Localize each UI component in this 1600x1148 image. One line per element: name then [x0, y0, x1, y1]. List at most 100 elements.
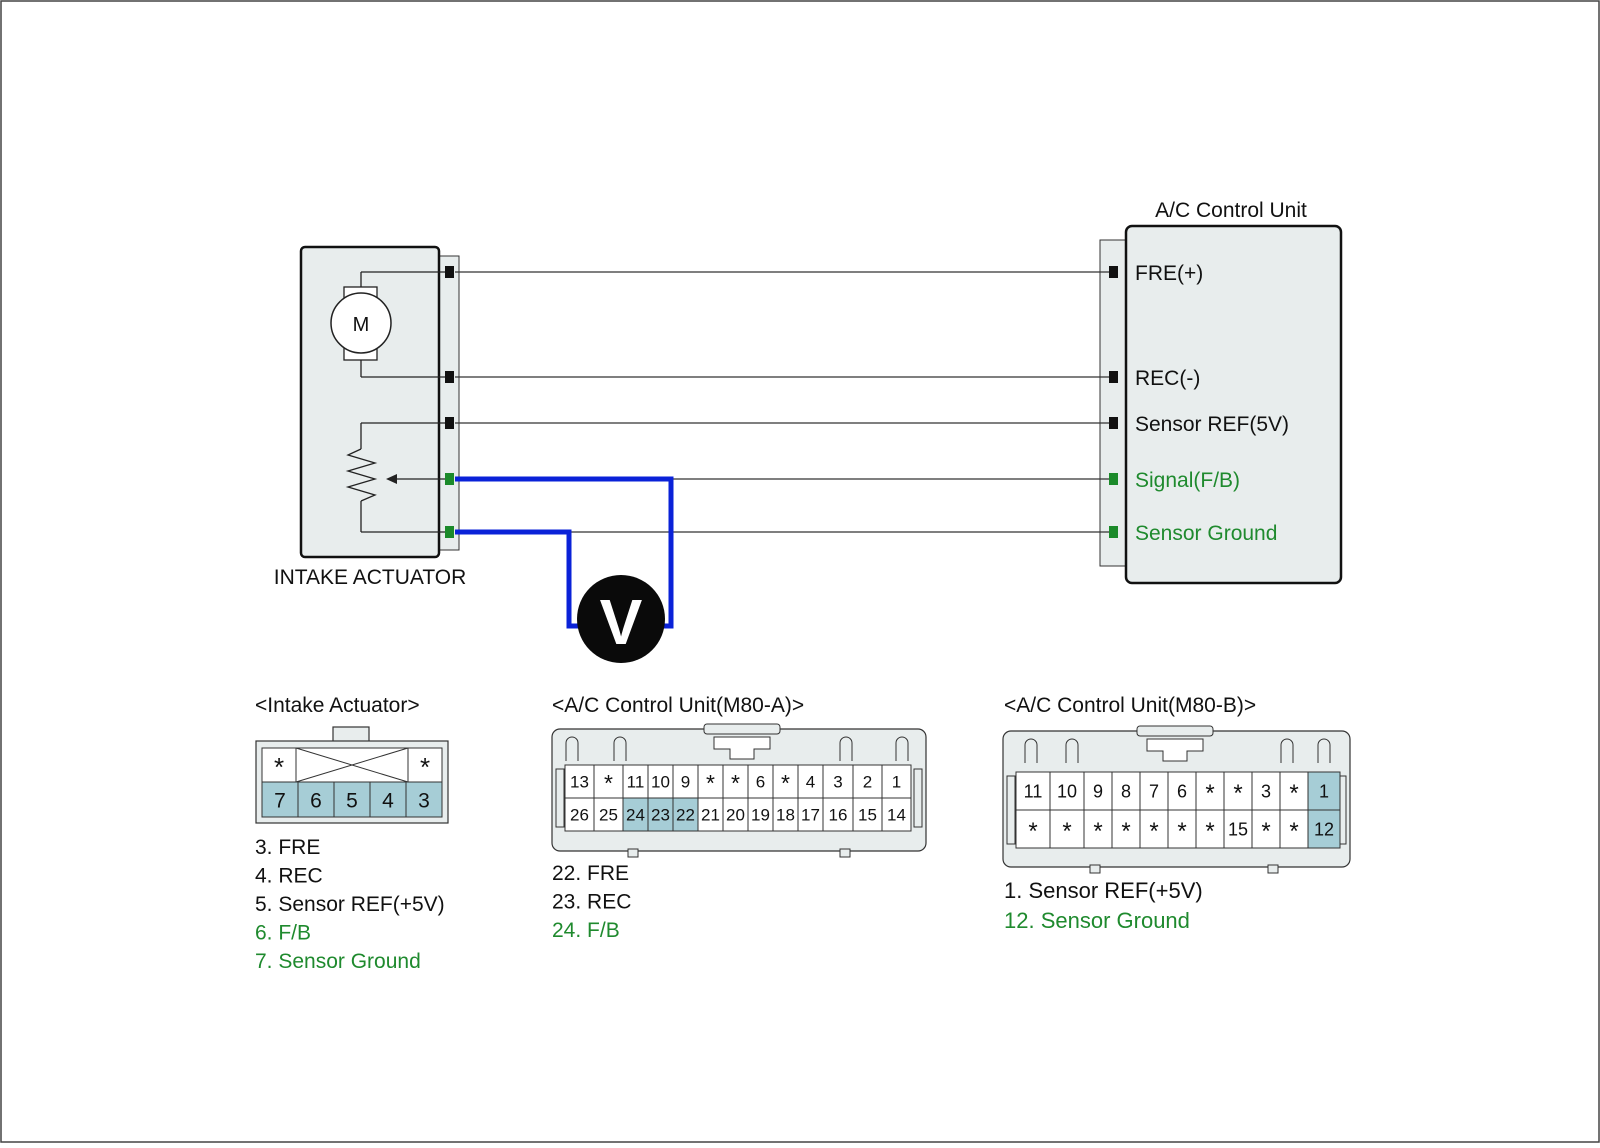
pin-label: 18 — [776, 806, 795, 825]
pin-label: 9 — [1093, 781, 1103, 801]
pin-label: 6 — [756, 773, 765, 792]
pin-label: 15 — [1228, 819, 1248, 839]
pin-cell — [297, 781, 335, 818]
pin-label: 11 — [627, 773, 645, 792]
pin-label: 8 — [1121, 781, 1131, 801]
pin-cell — [1015, 809, 1051, 849]
actuator-pin — [445, 371, 454, 383]
pin-label: 5 — [346, 790, 358, 813]
connector-intake-title: <Intake Actuator> — [255, 694, 420, 717]
actuator-title: INTAKE ACTUATOR — [274, 566, 467, 589]
pin-label: 15 — [858, 806, 877, 825]
pin-label: 12 — [1314, 819, 1334, 839]
voltmeter-icon — [577, 575, 665, 663]
pin-label: 21 — [701, 806, 720, 825]
pin-label: 26 — [570, 806, 589, 825]
pin-cell — [697, 764, 724, 799]
pin-cell — [672, 797, 699, 832]
pin-label: 23 — [651, 806, 670, 825]
pin-label: * — [1205, 818, 1214, 845]
actuator-pin — [445, 473, 454, 485]
pin-cell — [1167, 809, 1197, 849]
ac-pin-label: Sensor Ground — [1135, 522, 1277, 545]
actuator-pin — [445, 266, 454, 278]
pin-label: 6 — [310, 790, 322, 813]
connector-m80b-legend: 1. Sensor REF(+5V) 12. Sensor Ground — [1004, 878, 1203, 933]
pin-cell — [1111, 809, 1141, 849]
pin-cell — [369, 781, 407, 818]
probe-wire-signal — [455, 476, 674, 629]
pin-label: 1 — [892, 773, 901, 792]
pin-cell — [852, 764, 883, 799]
pin-label: * — [1233, 780, 1242, 807]
pin-label: * — [1289, 818, 1298, 845]
intake-actuator: M INTAKE ACTUATOR — [274, 245, 467, 589]
ac-pin-label: REC(-) — [1135, 367, 1200, 390]
ac-pin — [1109, 473, 1118, 485]
pin-label: * — [1205, 780, 1214, 807]
pin-cell — [261, 747, 297, 783]
pin-cell — [881, 797, 912, 832]
ac-pin-label: Sensor REF(5V) — [1135, 413, 1289, 436]
pin-cell — [647, 764, 674, 799]
pin-label: 9 — [681, 773, 690, 792]
pin-label: 7 — [1149, 781, 1159, 801]
ac-pin — [1109, 266, 1118, 278]
ac-pin — [1109, 417, 1118, 429]
pin-label: * — [781, 770, 790, 796]
motor-label: M — [353, 314, 370, 336]
pin-label: * — [1261, 818, 1270, 845]
pin-label: * — [274, 752, 284, 782]
pin-label: * — [604, 770, 613, 796]
pin-cell — [1307, 771, 1341, 811]
legend-item: 3. FRE — [255, 836, 320, 859]
legend-item: 12. Sensor Ground — [1004, 908, 1190, 933]
pin-cell — [564, 797, 595, 832]
pin-cell — [333, 781, 371, 818]
pin-cell — [622, 797, 649, 832]
pin-label: * — [1289, 780, 1298, 807]
legend-item: 6. F/B — [255, 922, 311, 945]
ac-pin — [1109, 371, 1118, 383]
ac-unit-title: A/C Control Unit — [1155, 199, 1307, 222]
voltmeter-probes: V — [455, 476, 674, 663]
pin-label: 3 — [418, 790, 430, 813]
legend-item: 5. Sensor REF(+5V) — [255, 893, 445, 916]
pin-label: 14 — [887, 806, 906, 825]
pin-label: * — [1177, 818, 1186, 845]
ac-pin-label: FRE(+) — [1135, 262, 1203, 285]
pin-cell — [647, 797, 674, 832]
pin-cell — [405, 781, 443, 818]
pin-label: 19 — [751, 806, 770, 825]
connector-latch — [703, 723, 781, 735]
pin-cell — [797, 797, 824, 832]
pin-label: 2 — [863, 773, 872, 792]
pin-label: 4 — [382, 790, 394, 813]
pin-cell — [261, 781, 299, 818]
pin-cell — [1223, 771, 1253, 811]
pin-label: 20 — [726, 806, 745, 825]
pin-cell — [822, 764, 854, 799]
actuator-pin — [445, 417, 454, 429]
pin-cell — [1251, 809, 1281, 849]
pin-cell — [722, 764, 749, 799]
pin-cell — [747, 764, 774, 799]
legend-item: 1. Sensor REF(+5V) — [1004, 878, 1203, 903]
pin-cell — [672, 764, 699, 799]
pin-cell — [772, 764, 799, 799]
legend-item: 23. REC — [552, 891, 631, 914]
pin-cell — [1139, 771, 1169, 811]
voltmeter-label: V — [600, 586, 643, 658]
legend-item: 22. FRE — [552, 862, 629, 885]
potentiometer-icon — [345, 422, 449, 533]
pin-label: 17 — [801, 806, 820, 825]
pin-label: 16 — [829, 806, 848, 825]
pin-label: * — [731, 770, 740, 796]
pin-cell — [593, 764, 624, 799]
ac-pin — [1109, 526, 1118, 538]
